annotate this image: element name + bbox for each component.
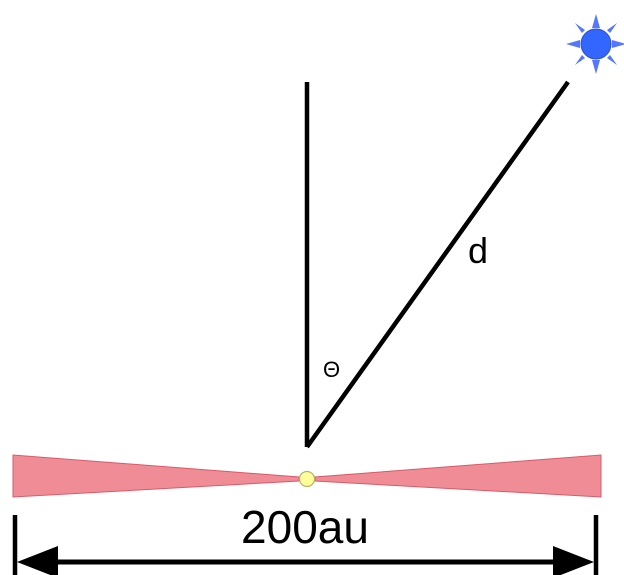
central-star-icon — [298, 470, 316, 488]
arrow-right-icon — [553, 546, 594, 575]
disk-left-wedge — [12, 454, 300, 498]
star-icon — [566, 14, 624, 74]
distance-label: d — [468, 230, 488, 271]
line-of-sight — [305, 80, 570, 449]
scale-bar — [12, 515, 599, 575]
scale-label: 200au — [241, 501, 369, 553]
arrow-left-icon — [17, 546, 58, 575]
disk-right-wedge — [314, 454, 602, 498]
angle-label: Θ — [323, 357, 340, 382]
